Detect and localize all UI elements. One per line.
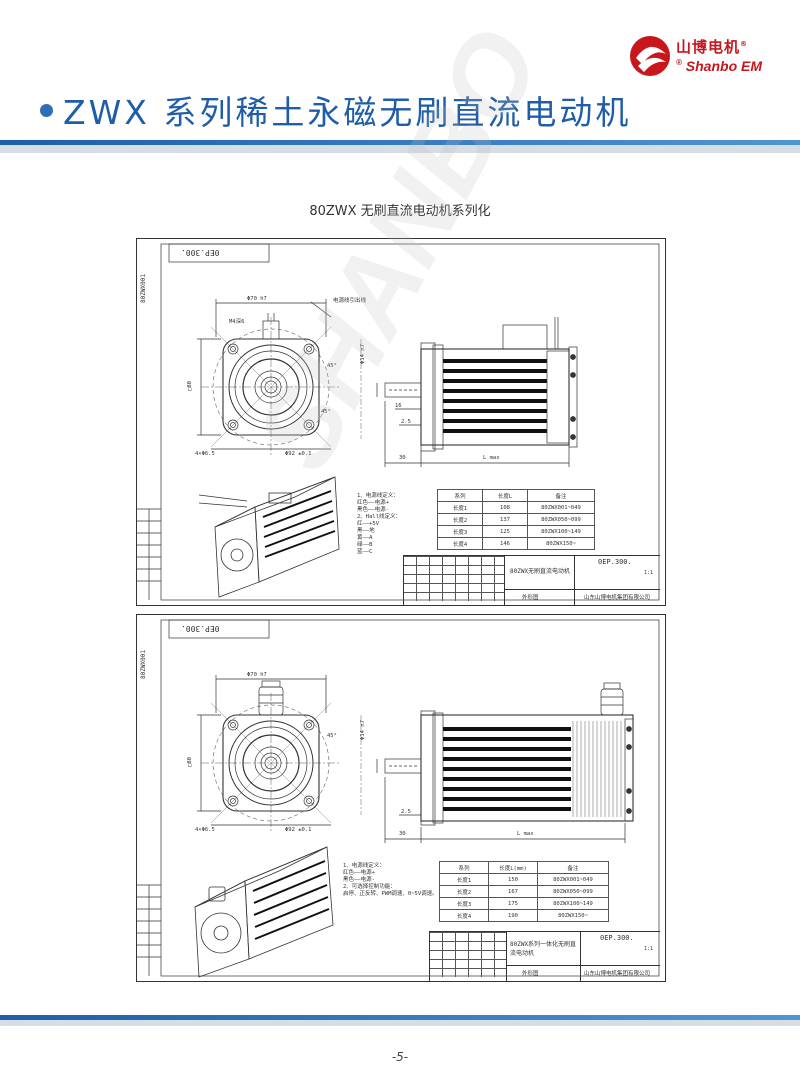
dim-flange-diameter: Φ70 h7 — [247, 672, 267, 678]
brand-logo: 山博电机® ® Shanbo EM — [628, 34, 768, 80]
title-block-grid — [404, 556, 504, 601]
brand-mark-icon — [630, 36, 670, 76]
dim-flange-diameter: Φ70 h7 — [247, 296, 267, 302]
dim-pcd: Φ92 ±0.1 — [285, 451, 312, 457]
dim-lmax: L max — [483, 455, 500, 461]
dim-keyway: M4深6 — [229, 319, 245, 325]
engineering-drawing-2: 0EP.300. 80ZWX001 Φ70 h7 □80 45° 4×Φ6.5 … — [136, 614, 666, 982]
drawing-side-code: 80ZWX001 — [139, 650, 147, 679]
dim-angle-1: 45° — [327, 733, 337, 739]
title-block-ratio: 1:1 — [644, 946, 654, 952]
dim-lead: 电源线引出线 — [333, 298, 367, 304]
page-number: -5- — [391, 1050, 409, 1064]
dim-shaft: Φ14 h7 — [359, 720, 366, 740]
dim-square: □80 — [186, 757, 193, 767]
title-block-name: 80ZWX系列一体化无刷直流电动机 — [510, 941, 577, 957]
title-block-type: 外形图 — [522, 971, 539, 977]
header-rule — [0, 140, 800, 145]
dim-holes: 4×Φ6.5 — [195, 827, 215, 833]
header — [0, 0, 800, 140]
title-block-company: 山东山博电机集团有限公司 — [584, 971, 651, 977]
dim-30: 30 — [399, 831, 406, 837]
drawing-2-lines — [137, 619, 660, 978]
dim-30: 30 — [399, 455, 406, 461]
dim-2-5: 2.5 — [401, 809, 411, 815]
title-block-ratio: 1:1 — [644, 570, 654, 576]
title-block-code: 0EP.300. — [598, 558, 632, 566]
dim-pcd: Φ92 ±0.1 — [285, 827, 312, 833]
title-block-company: 山东山博电机集团有限公司 — [584, 595, 651, 601]
dim-square: □80 — [186, 381, 193, 391]
table-header-row: 系列 长度L 备注 — [437, 489, 595, 502]
footer-rule-grey — [0, 1020, 800, 1026]
brand-name-en: ® Shanbo EM — [676, 58, 763, 74]
title-block-grid — [430, 932, 506, 977]
footer-rule — [0, 1015, 800, 1020]
dim-holes: 4×Φ6.5 — [195, 451, 215, 457]
drawing-notes: 1、电源线定义： 红色——电源+ 黑色——电源- 2、可选择控制功能： 启停、正… — [343, 863, 438, 897]
drawing-side-code: 80ZWX001 — [139, 274, 147, 303]
drawing-notes: 1、电源线定义： 红色——电源+ 黑色——电源- 2、Hall线定义： 红——+… — [357, 493, 402, 555]
title-block-name: 80ZWX无刷直流电动机 — [510, 568, 571, 575]
engineering-drawing-1: 0EP.300. 80ZWX001 Φ70 h7 M4深6 电源线引出线 □80… — [136, 238, 666, 606]
page-title: ZWX 系列稀土永磁无刷直流电动机 — [40, 88, 631, 132]
drawing-stamp: 0EP.300. — [181, 248, 220, 257]
bullet-icon — [40, 103, 53, 117]
title-block: 80ZWX系列一体化无刷直流电动机 0EP.300. 1:1 外形图 山东山博电… — [429, 931, 660, 982]
dim-2-5: 2.5 — [401, 419, 411, 425]
header-rule-grey — [0, 145, 800, 153]
dim-angle-1: 45° — [327, 363, 337, 369]
page-title-text: ZWX 系列稀土永磁无刷直流电动机 — [63, 93, 632, 132]
title-block: 80ZWX无刷直流电动机 0EP.300. 1:1 外形图 山东山博电机集团有限… — [403, 555, 660, 606]
dim-lmax: L max — [517, 831, 534, 837]
dim-16: 16 — [395, 403, 402, 409]
dim-shaft: Φ14 h7 — [359, 344, 366, 364]
brand-name-cn: 山博电机® — [676, 38, 749, 56]
drawing-stamp: 0EP.300. — [181, 624, 220, 633]
table-header-row: 系列 长度L(mm) 备注 — [439, 861, 609, 874]
title-block-code: 0EP.300. — [600, 934, 634, 942]
title-block-type: 外形图 — [522, 595, 539, 601]
section-subtitle: 80ZWX 无刷直流电动机系列化 — [309, 204, 491, 219]
dim-angle-2: 45° — [321, 409, 331, 415]
